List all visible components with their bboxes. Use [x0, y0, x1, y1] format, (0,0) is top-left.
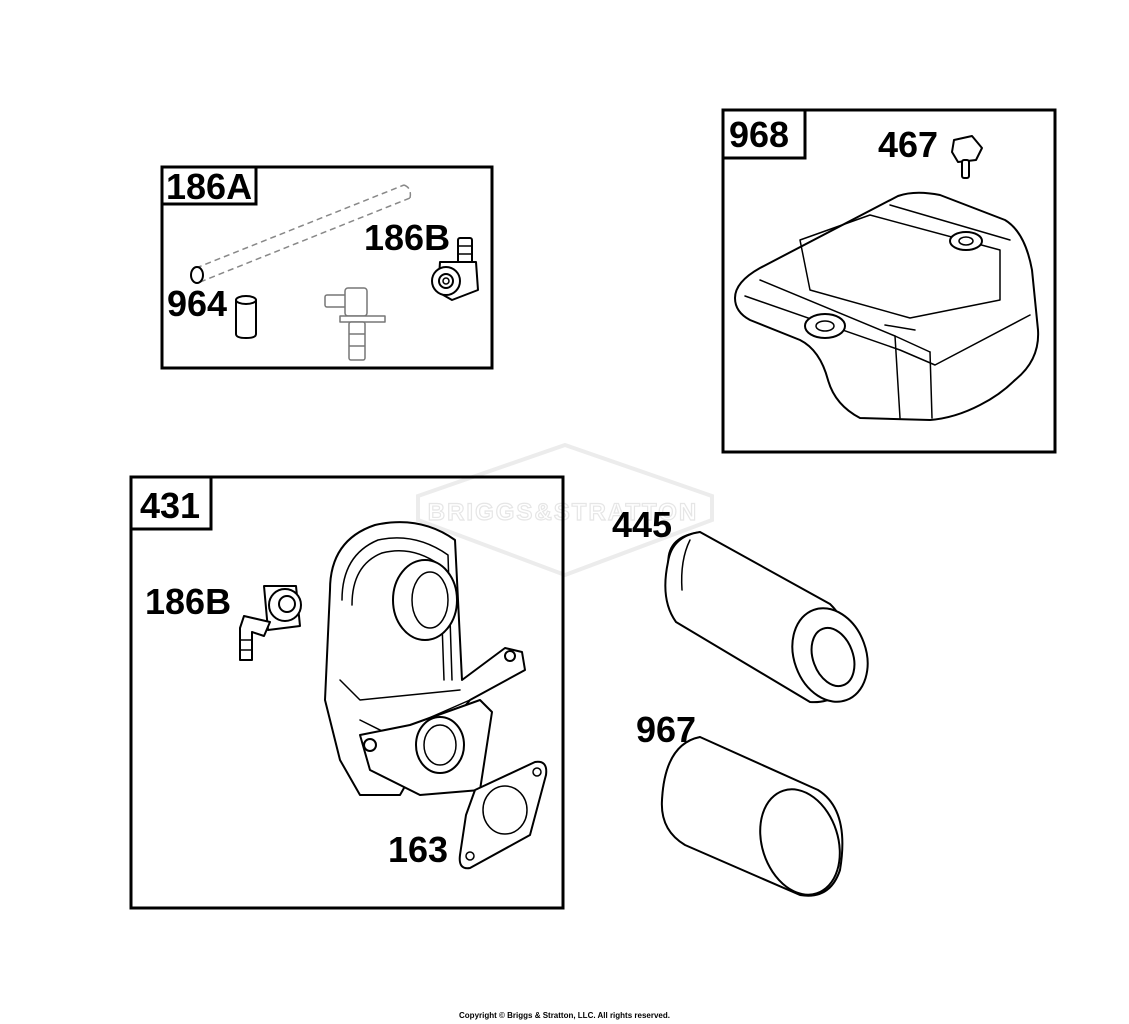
callout-186b-top: 186B: [364, 217, 450, 258]
gasket-163-part: [458, 760, 548, 870]
group-431-label: 431: [140, 485, 200, 526]
copyright-notice: Copyright © Briggs & Stratton, LLC. All …: [459, 1011, 670, 1020]
group-431-frame: [129, 475, 565, 910]
callout-186b-mid: 186B: [145, 581, 231, 622]
group-968-tag: [721, 108, 807, 160]
filter-445-part: [664, 531, 869, 704]
precleaner-967-part: [660, 736, 844, 897]
callout-964: 964: [167, 283, 227, 324]
group-431-tag: [129, 475, 213, 531]
group-186a-tag: [160, 165, 258, 206]
callout-445: 445: [612, 504, 672, 545]
callout-163: 163: [388, 829, 448, 870]
callout-467: 467: [878, 124, 938, 165]
group-186a-frame: [160, 165, 494, 370]
elbow-186b-mid-part: [239, 585, 302, 661]
group-968-label: 968: [729, 114, 789, 155]
group-431: 431 186B: [129, 475, 565, 910]
air-cleaner-base-part: [324, 521, 526, 796]
group-186a-label: 186A: [166, 166, 252, 207]
callout-967: 967: [636, 709, 696, 750]
group-968-frame: [721, 108, 1057, 454]
breather-fitting-gray: [324, 287, 386, 361]
group-968: 968 467: [721, 108, 1057, 454]
sleeve-964-part: [235, 295, 257, 339]
group-186a: 186A 964: [160, 165, 494, 370]
elbow-186b-top-part: [431, 237, 479, 301]
fastener-467-part: [951, 135, 983, 179]
air-cleaner-cover-part: [734, 191, 1040, 421]
hose-part: [190, 184, 412, 284]
